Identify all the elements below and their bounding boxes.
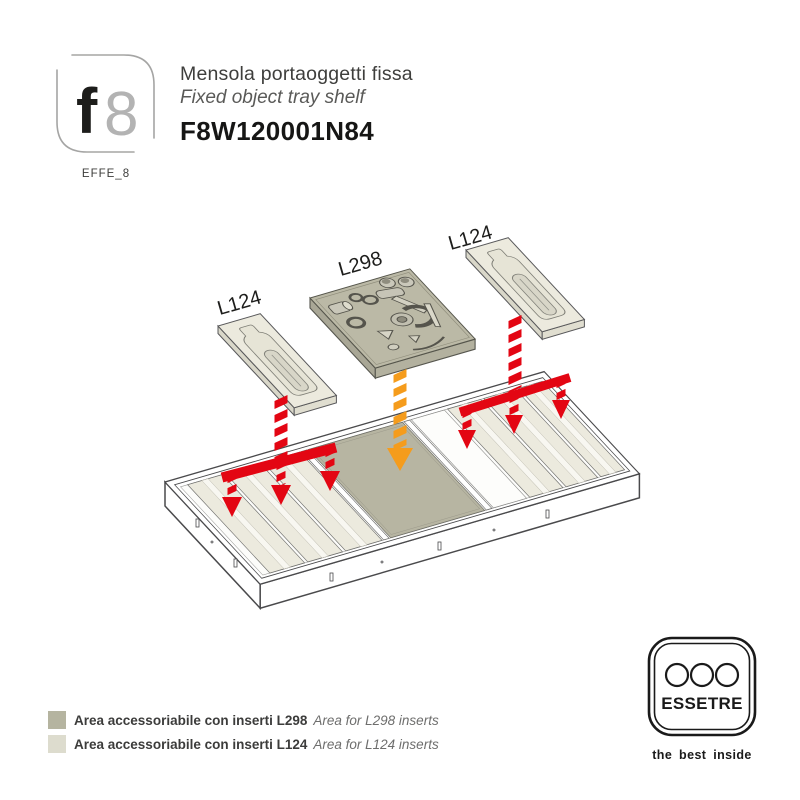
legend-label-en: Area for L124 inserts [313, 736, 439, 752]
logo-caption: EFFE_8 [82, 168, 130, 180]
legend-swatch-l124 [48, 735, 66, 753]
legend-label-en: Area for L298 inserts [313, 712, 439, 728]
essetre-badge: ESSETRE [647, 636, 757, 737]
legend-label-it: Area accessoriabile con inserti L298 [74, 712, 308, 728]
insert-plate-left [217, 313, 338, 417]
title-block: Mensola portaoggetti fissa Fixed object … [180, 63, 413, 147]
legend-label-it: Area accessoriabile con inserti L124 [74, 736, 308, 752]
red-arrowhead-icon [222, 497, 242, 517]
essetre-logo: ESSETRE the best inside [646, 636, 758, 762]
logo-frame-arc-bottom [56, 69, 135, 153]
red-arrowhead-icon [552, 400, 570, 419]
drop-arrow-center-orange [387, 368, 413, 471]
essetre-circle-icon [689, 662, 715, 688]
brand-logo: f 8 EFFE_8 [56, 54, 155, 180]
logo-letter-f: f [76, 75, 98, 147]
legend-swatch-l298 [48, 711, 66, 729]
legend-row-l124: Area accessoriabile con inserti L124 Are… [48, 735, 439, 753]
tray-tools [328, 276, 445, 351]
essetre-wordmark: ESSETRE [661, 694, 742, 713]
empty-channel [410, 409, 528, 509]
red-arrowhead-icon [505, 415, 523, 434]
distributor-right [458, 373, 572, 449]
frame-joinery-marks [195, 509, 550, 582]
label-l298-center: L298 [336, 248, 385, 281]
red-arrowhead-icon [458, 430, 476, 449]
legend-row-l298: Area accessoriabile con inserti L298 Are… [48, 711, 439, 729]
red-arrowhead-icon [320, 471, 340, 491]
product-code: F8W120001N84 [180, 116, 375, 146]
distributor-left [220, 442, 340, 517]
red-arrowhead-icon [271, 485, 291, 505]
essetre-circle-icon [664, 662, 690, 688]
legend: Area accessoriabile con inserti L298 Are… [48, 711, 439, 759]
essetre-circle-icon [714, 662, 740, 688]
left-insert-channels [186, 451, 383, 574]
essetre-tagline: the best inside [652, 748, 752, 762]
insert-tray-l298 [309, 268, 477, 380]
insert-plate-right [465, 237, 586, 341]
product-title-italian: Mensola portaoggetti fissa [180, 63, 413, 85]
logo-digit-8: 8 [104, 80, 138, 149]
orange-arrowhead-icon [387, 448, 413, 471]
product-title-english: Fixed object tray shelf [180, 87, 365, 108]
logo-frame-arc-top [71, 54, 155, 139]
